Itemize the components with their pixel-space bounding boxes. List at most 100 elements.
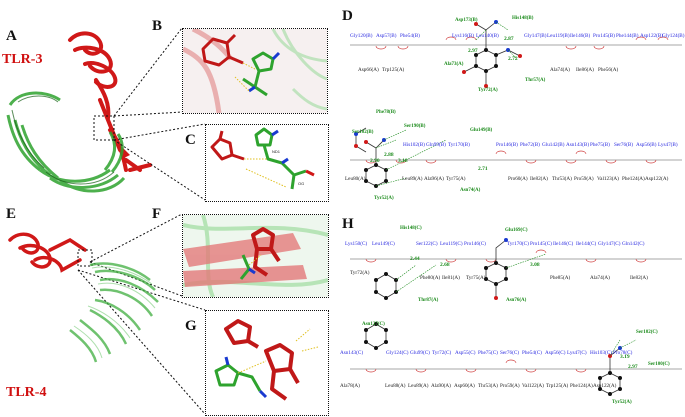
res-h1-top-2: His148(C) bbox=[400, 226, 422, 231]
res-d2-top-12: Ser76(B) bbox=[614, 142, 634, 148]
res-d1-top-2: Phe54(B) bbox=[400, 33, 420, 39]
res-h2-bot-6: Pro59(A) bbox=[500, 383, 520, 389]
res-h2-bot-3: Ala90(A) bbox=[431, 383, 451, 389]
res-h1-bot-6: Ile82(A) bbox=[630, 275, 648, 281]
res-d1-hb-0: Asp173(B) bbox=[455, 18, 478, 23]
res-d1-top-4: Leu140(B) bbox=[476, 33, 499, 39]
res-d2-bot-6: Thr53(A) bbox=[552, 176, 572, 182]
panel-letter-c: C bbox=[185, 132, 196, 148]
res-d1-bot-4: Phe56(A) bbox=[598, 67, 619, 73]
res-h1-bot-5: Ala74(A) bbox=[590, 275, 610, 281]
res-d2-hb-1: Asn74(A) bbox=[460, 188, 481, 193]
res-d1-top-1: Asp57(B) bbox=[376, 33, 397, 39]
res-d1-hb-2: Ala73(A) bbox=[444, 62, 464, 67]
res-h1-bot-0: Tyr72(A) bbox=[350, 270, 370, 276]
dist-h1-2: 3.08 bbox=[530, 262, 540, 268]
res-h2-top-8: Ser76(C) bbox=[500, 350, 520, 356]
res-d2-bot-0: Leu80(A) bbox=[345, 176, 366, 182]
res-d2-top-0: Ser102(B) bbox=[352, 130, 374, 135]
res-h1-bot-3: Tyr75(A) bbox=[466, 275, 486, 281]
res-d2-top-3: Glu149(B) bbox=[470, 128, 493, 133]
res-h2-top-6: Asp55(C) bbox=[455, 350, 476, 356]
ligand-h2 bbox=[364, 322, 637, 396]
res-h1-top-3: Ser122(C) bbox=[416, 241, 438, 247]
res-d1-top-6: Leu119(B) bbox=[547, 33, 570, 39]
res-h2-top-14: Ser100(C) bbox=[648, 362, 670, 367]
panel-letter-a: A bbox=[6, 28, 17, 44]
res-d1-bot-2: Ala74(A) bbox=[550, 67, 570, 73]
res-d1-bot-3: Ile86(A) bbox=[576, 67, 594, 73]
res-d1-bot-1: Trp125(A) bbox=[382, 67, 405, 73]
res-h2-top-11: Lys47(C) bbox=[567, 350, 587, 356]
res-d2-top-1: Phe78(B) bbox=[376, 110, 396, 115]
res-h1-top-12: Gln142(C) bbox=[622, 241, 645, 247]
res-h1-bot-2: Ile81(A) bbox=[442, 275, 460, 281]
res-h1-top-1: Leu149(C) bbox=[372, 241, 395, 247]
res-h1-hb-0: Thr87(A) bbox=[418, 298, 439, 303]
res-h2-bot-2: Leu89(A) bbox=[408, 383, 429, 389]
res-h2-top-10: Asp56(C) bbox=[545, 350, 566, 356]
res-h2-bot-10: Asp122(A) bbox=[593, 383, 617, 389]
res-h1-top-11: Gly147(C) bbox=[598, 241, 621, 247]
dist-d1-1: 2.87 bbox=[504, 36, 514, 42]
res-h1-top-10: Ile144(C) bbox=[576, 241, 597, 247]
panel-letter-f: F bbox=[152, 206, 162, 222]
hydrophobic-arcs bbox=[365, 36, 669, 373]
panel-letter-d: D bbox=[342, 8, 353, 24]
res-h2-top-5: Tyr72(C) bbox=[432, 350, 452, 356]
res-d2-top-4: His102(B) bbox=[403, 142, 425, 148]
res-d1-top-5: Gly147(B) bbox=[524, 33, 547, 39]
res-d2-bot-10: Asp122(A) bbox=[645, 176, 669, 182]
res-d1-top-8: Pro145(B) bbox=[593, 33, 615, 39]
res-d2-top-7: Pro146(B) bbox=[496, 142, 518, 148]
res-h2-top-4: Glu99(C) bbox=[410, 350, 430, 356]
res-d2-top-11: Phe75(B) bbox=[590, 142, 610, 148]
tlr3-structure bbox=[6, 31, 152, 193]
res-d2-bot-9: Phe124(A) bbox=[622, 176, 645, 182]
tlr4-structure bbox=[8, 232, 159, 363]
dist-d2-0: 2.90 bbox=[370, 158, 380, 164]
res-d1-top-3: Lys116(B) bbox=[452, 33, 474, 39]
res-d2-top-14: Lys47(B) bbox=[658, 142, 678, 148]
res-d1-hb-4: Thr57(A) bbox=[525, 78, 546, 83]
zoom-box-c: ND1 OG bbox=[205, 124, 329, 202]
res-h1-top-5: Pro146(C) bbox=[464, 241, 486, 247]
res-h2-bot-0: Ala78(A) bbox=[340, 383, 360, 389]
res-h2-bot-7: Val122(A) bbox=[522, 383, 544, 389]
res-h1-top-6: Glu169(C) bbox=[505, 228, 528, 233]
dist-h2-0: 3.19 bbox=[620, 354, 630, 360]
panel-letter-h: H bbox=[342, 216, 354, 232]
res-h1-top-4: Leu119(C) bbox=[440, 241, 463, 247]
dist-h1-0: 2.44 bbox=[410, 256, 420, 262]
res-h2-top-12: His103(C) bbox=[590, 350, 612, 356]
res-d2-bot-4: Pro60(A) bbox=[508, 176, 528, 182]
dist-h2-1: 2.97 bbox=[628, 364, 638, 370]
res-h1-top-0: Lys150(C) bbox=[345, 241, 368, 247]
ligand-d1 bbox=[462, 20, 522, 88]
res-d2-bot-2: Ala96(A) bbox=[424, 176, 444, 182]
dist-d1-2: 2.72 bbox=[508, 56, 518, 62]
dist-d2-1: 2.88 bbox=[384, 152, 394, 158]
res-d2-top-9: Glu142(B) bbox=[542, 142, 565, 148]
zoom-box-b bbox=[182, 28, 328, 114]
ligand-d2 bbox=[354, 127, 447, 188]
res-d2-bot-1: Leu89(A) bbox=[402, 176, 423, 182]
tlr4-label: TLR-4 bbox=[6, 385, 47, 400]
res-h1-top-8: Pro145(C) bbox=[530, 241, 552, 247]
res-h2-top-9: Phe54(C) bbox=[522, 350, 542, 356]
res-h2-bot-9: Phe124(A) bbox=[570, 383, 593, 389]
ligand-h1 bbox=[374, 238, 547, 300]
res-d1-top-11: Gly124(B) bbox=[662, 33, 685, 39]
dist-h1-1: 2.68 bbox=[440, 262, 450, 268]
res-d2-top-6: Tyr170(B) bbox=[448, 142, 470, 148]
res-h2-bot-8: Trp125(A) bbox=[546, 383, 569, 389]
res-d1-top-9: Phe144(B) bbox=[616, 33, 639, 39]
res-d2-top-2: Ser190(B) bbox=[404, 124, 426, 129]
svg-text:OG: OG bbox=[298, 181, 304, 186]
res-d1-top-10: Asp122(B) bbox=[640, 33, 664, 39]
zoom-box-g bbox=[205, 310, 329, 416]
panel-letter-g: G bbox=[185, 318, 197, 334]
res-h2-bot-1: Leu88(A) bbox=[385, 383, 406, 389]
res-d2-top-13: Asp56(B) bbox=[636, 142, 657, 148]
